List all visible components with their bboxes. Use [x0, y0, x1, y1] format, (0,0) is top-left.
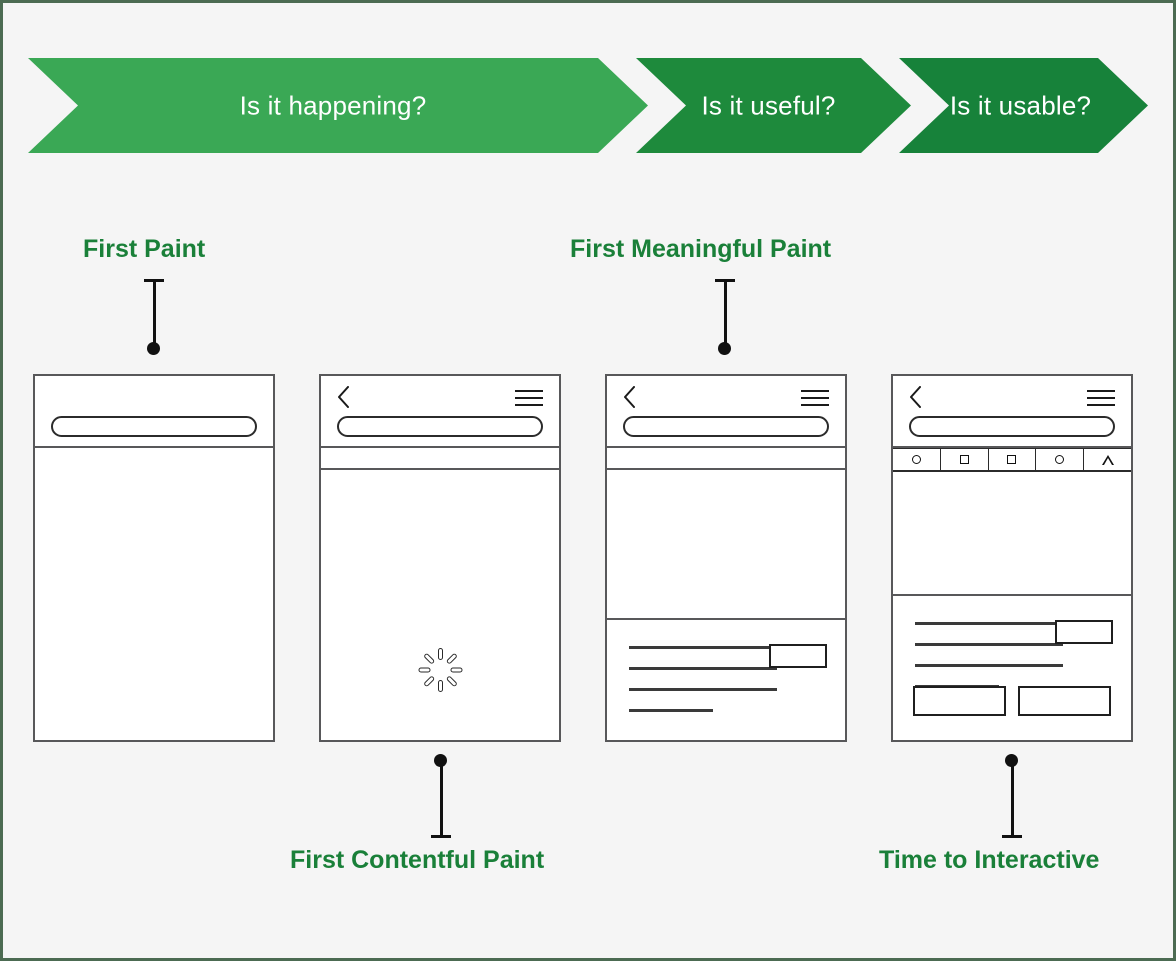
action-button-left[interactable] — [913, 686, 1006, 716]
text-line-group — [607, 620, 845, 712]
hamburger-menu-icon[interactable] — [515, 390, 543, 406]
phase-chevron-is-it-useful[interactable]: Is it useful? — [636, 58, 911, 153]
connector-time-to-interactive — [999, 754, 1025, 838]
action-button-right[interactable] — [1018, 686, 1111, 716]
connector-cap — [1002, 835, 1022, 838]
connector-first-paint — [141, 279, 167, 355]
hamburger-menu-icon[interactable] — [1087, 390, 1115, 406]
thumbnail-placeholder — [1055, 620, 1113, 644]
phone-mockup-time-to-interactive — [891, 374, 1133, 742]
text-line — [629, 667, 777, 670]
text-line — [629, 688, 777, 691]
connector-stem — [153, 281, 156, 347]
action-button-row — [913, 686, 1111, 716]
metric-label-first-contentful-paint: First Contentful Paint — [290, 846, 545, 874]
phone-mockup-first-contentful-paint — [319, 374, 561, 742]
text-line — [629, 709, 713, 712]
metric-label-first-meaningful-paint: First Meaningful Paint — [570, 235, 832, 263]
toolbar-item-2[interactable] — [941, 449, 989, 470]
page-content-interactive — [893, 596, 1131, 738]
metric-label-first-paint: First Paint — [83, 235, 206, 263]
connector-stem — [1011, 762, 1014, 836]
connector-stem — [440, 762, 443, 836]
page-content-article — [607, 620, 845, 738]
url-bar[interactable] — [909, 416, 1115, 437]
phase-label: Is it usable? — [949, 90, 1092, 120]
back-chevron-icon[interactable] — [909, 386, 922, 408]
connector-dot — [718, 342, 731, 355]
square-icon — [1007, 455, 1017, 464]
url-bar[interactable] — [623, 416, 829, 437]
toolbar-item-4[interactable] — [1036, 449, 1085, 470]
app-icon-toolbar — [893, 448, 1131, 472]
hero-placeholder — [893, 472, 1131, 596]
browser-chrome — [321, 376, 559, 448]
text-line — [915, 622, 1063, 625]
phase-label: Is it useful? — [701, 90, 836, 120]
back-chevron-icon[interactable] — [623, 386, 636, 408]
back-chevron-icon[interactable] — [337, 386, 350, 408]
connector-cap — [715, 279, 735, 282]
triangle-icon — [1101, 454, 1114, 465]
metric-label-time-to-interactive: Time to Interactive — [879, 846, 1100, 874]
phone-mockup-first-paint — [33, 374, 275, 742]
url-bar[interactable] — [51, 416, 257, 437]
phase-chevron-is-it-happening[interactable]: Is it happening? — [28, 58, 648, 153]
connector-stem — [724, 281, 727, 347]
phase-label: Is it happening? — [239, 90, 427, 120]
square-icon — [959, 455, 969, 464]
browser-chrome — [35, 376, 273, 448]
toolbar-item-1[interactable] — [893, 449, 941, 470]
circle-icon — [911, 455, 921, 464]
circle-icon — [1055, 455, 1065, 464]
connector-cap — [431, 835, 451, 838]
connector-cap — [144, 279, 164, 282]
browser-chrome — [607, 376, 845, 448]
text-line — [629, 646, 777, 649]
loading-spinner-icon — [417, 647, 463, 693]
page-content-loading — [321, 470, 559, 738]
text-line — [915, 664, 1063, 667]
connector-first-meaningful-paint — [712, 279, 738, 355]
toolbar-item-3[interactable] — [989, 449, 1037, 470]
toolbar-strip — [321, 448, 559, 470]
connector-dot — [1005, 754, 1018, 767]
connector-first-contentful-paint — [428, 754, 454, 838]
phase-chevron-is-it-usable[interactable]: Is it usable? — [899, 58, 1148, 153]
thumbnail-placeholder — [769, 644, 827, 668]
phase-banner: Is it happening? Is it useful? Is it usa… — [28, 58, 1148, 153]
phone-mockup-first-meaningful-paint — [605, 374, 847, 742]
browser-chrome — [893, 376, 1131, 448]
connector-dot — [434, 754, 447, 767]
hamburger-menu-icon[interactable] — [801, 390, 829, 406]
toolbar-item-5[interactable] — [1084, 449, 1131, 470]
toolbar-strip — [607, 448, 845, 470]
hero-placeholder — [607, 470, 845, 620]
connector-dot — [147, 342, 160, 355]
page-content-empty — [35, 448, 273, 740]
text-line — [915, 643, 1063, 646]
url-bar[interactable] — [337, 416, 543, 437]
